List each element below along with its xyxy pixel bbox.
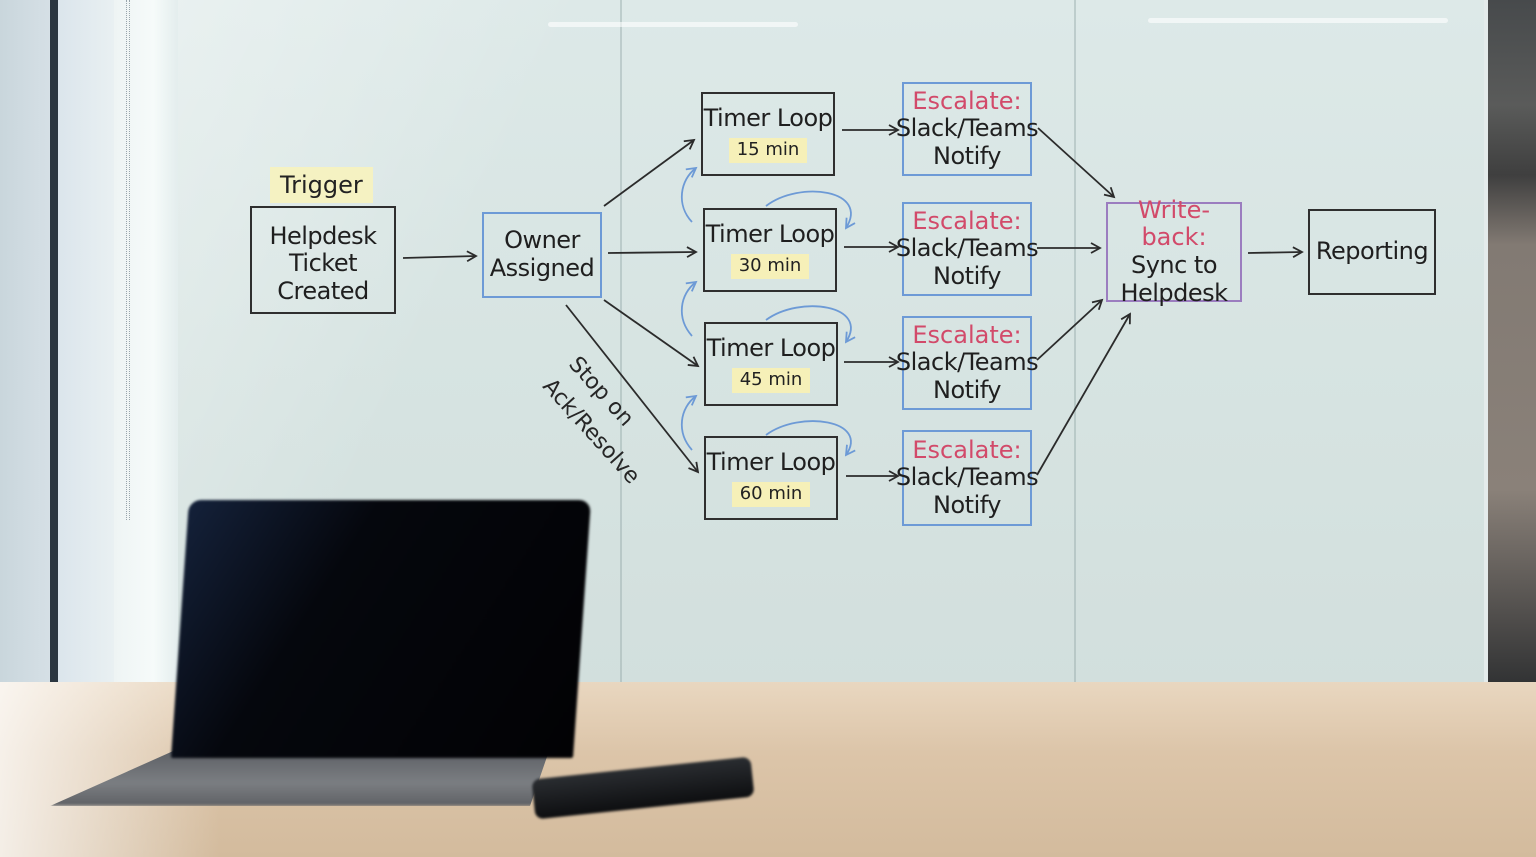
glass-edge [114, 0, 180, 690]
timer-loop-30-node: Timer Loop 30 min [703, 208, 837, 292]
ceiling-light-reflection [1148, 18, 1448, 23]
office-background [1488, 0, 1536, 700]
timer-title: Timer Loop [703, 103, 833, 132]
node-line: Notify [933, 490, 1001, 519]
timer-interval-sticky: 45 min [731, 368, 811, 394]
node-line: Assigned [489, 254, 595, 282]
window-frame [50, 0, 58, 690]
ceiling-light-reflection [548, 22, 798, 27]
timer-title: Timer Loop [705, 219, 835, 248]
escalate-heading: Escalate: [912, 435, 1022, 464]
window-left [0, 0, 52, 700]
write-back-node: Write-back: Sync to Helpdesk [1106, 196, 1242, 306]
office-frame [1484, 0, 1490, 700]
timer-title: Timer Loop [706, 447, 836, 476]
node-line: Ticket [288, 249, 358, 278]
escalate-node-3: Escalate: Slack/Teams Notify [896, 316, 1039, 410]
node-line: Helpdesk [269, 221, 377, 250]
panel-seam [1074, 0, 1076, 692]
blind-cord [126, 0, 130, 520]
timer-interval-sticky: 30 min [730, 254, 810, 280]
laptop-screen [170, 500, 592, 758]
timer-loop-15-node: Timer Loop 15 min [701, 92, 835, 176]
timer-loop-60-node: Timer Loop 60 min [704, 436, 838, 520]
node-line: Sync to [1130, 251, 1218, 279]
escalate-node-4: Escalate: Slack/Teams Notify [896, 430, 1039, 526]
node-line: Slack/Teams [895, 463, 1039, 492]
node-line: Notify [933, 375, 1001, 404]
node-line: Notify [933, 141, 1001, 170]
owner-assigned-node: Owner Assigned [482, 212, 602, 298]
timer-interval-sticky: 60 min [731, 482, 811, 508]
escalate-node-2: Escalate: Slack/Teams Notify [896, 202, 1039, 296]
reporting-node: Reporting [1308, 209, 1436, 295]
node-line: Slack/Teams [895, 234, 1039, 263]
node-line: Slack/Teams [895, 114, 1039, 143]
timer-interval-sticky: 15 min [728, 138, 808, 164]
window-pane [58, 0, 114, 690]
escalate-heading: Escalate: [912, 86, 1022, 115]
escalate-heading: Escalate: [912, 206, 1022, 235]
escalate-node-1: Escalate: Slack/Teams Notify [896, 82, 1039, 176]
helpdesk-ticket-created-node: Helpdesk Ticket Created [250, 206, 396, 314]
node-line: Owner [504, 226, 580, 255]
timer-loop-45-node: Timer Loop 45 min [704, 322, 838, 406]
node-line: Notify [933, 261, 1001, 290]
panel-seam [620, 0, 622, 692]
timer-title: Timer Loop [706, 333, 836, 362]
node-line: Reporting [1315, 237, 1429, 266]
trigger-sticky-note: Trigger [270, 167, 373, 203]
node-line: Slack/Teams [895, 348, 1039, 377]
writeback-heading: Write-back: [1137, 195, 1211, 252]
escalate-heading: Escalate: [912, 320, 1022, 349]
node-line: Helpdesk [1120, 278, 1228, 307]
node-line: Created [277, 276, 369, 305]
